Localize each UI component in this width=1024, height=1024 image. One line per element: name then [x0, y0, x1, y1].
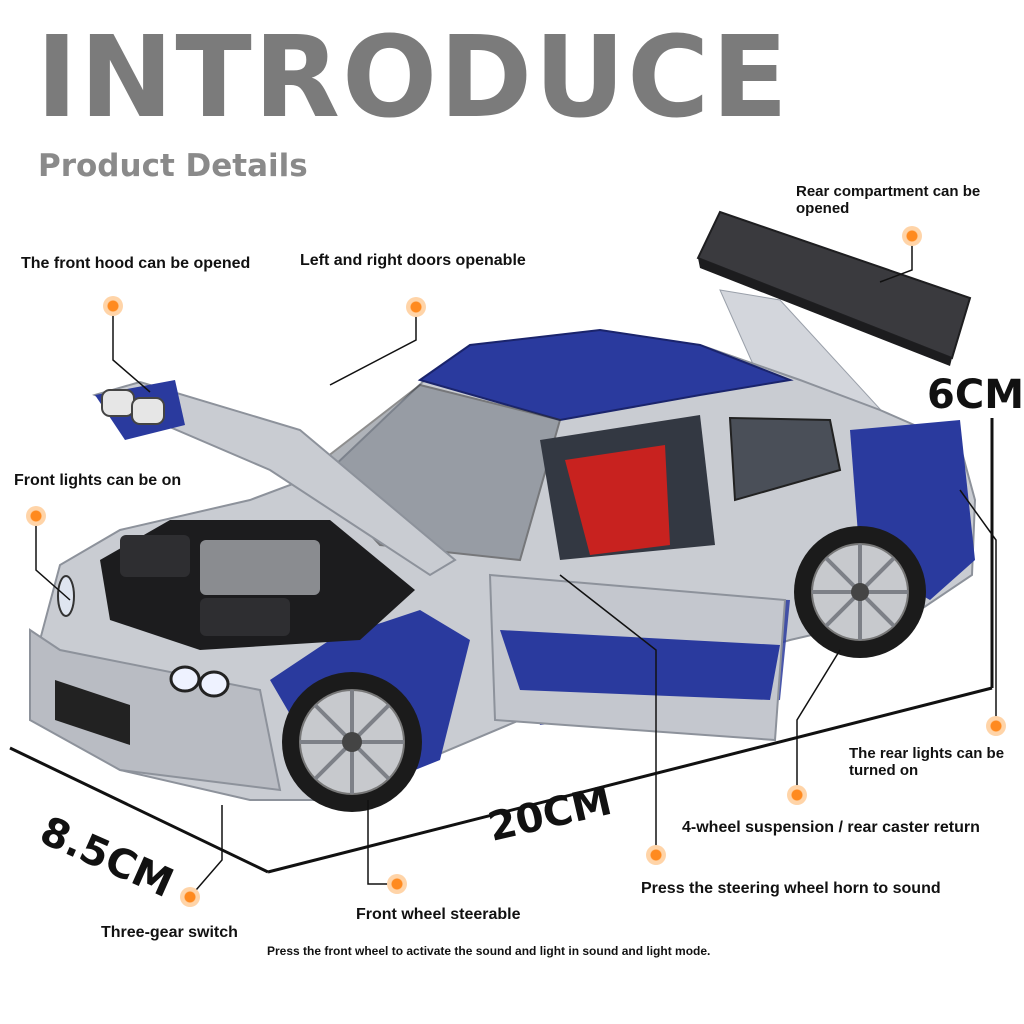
label-front-hood: The front hood can be opened — [21, 255, 251, 272]
label-front-wheel: Front wheel steerable — [356, 906, 521, 923]
label-rear-compartment: Rear compartment can be opened — [796, 183, 981, 218]
footnote: Press the front wheel to activate the so… — [267, 944, 711, 958]
dimension-height: 6CM — [927, 372, 1024, 418]
callout-dot-suspension — [787, 785, 807, 805]
front-wheel — [282, 672, 422, 812]
page-title: INTRODUCE — [36, 13, 790, 143]
rear-spoiler — [696, 210, 972, 421]
page-subtitle: Product Details — [38, 148, 308, 184]
callout-dot-rear-compartment — [902, 226, 922, 246]
label-doors: Left and right doors openable — [300, 252, 526, 269]
label-horn: Press the steering wheel horn to sound — [641, 880, 941, 897]
rear-wheel — [794, 526, 926, 658]
label-front-lights: Front lights can be on — [14, 472, 182, 489]
label-gear-switch: Three-gear switch — [101, 924, 238, 941]
dimension-lines — [9, 418, 994, 874]
callout-dot-horn — [646, 845, 666, 865]
callout-dot-front-wheel — [387, 874, 407, 894]
callout-dot-gear-switch — [180, 887, 200, 907]
label-rear-lights: The rear lights can be turned on — [849, 745, 1005, 780]
callout-dot-doors — [406, 297, 426, 317]
callout-dot-front-lights — [26, 506, 46, 526]
callout-dot-rear-lights — [986, 716, 1006, 736]
callout-dot-front-hood — [103, 296, 123, 316]
label-suspension: 4-wheel suspension / rear caster return — [682, 819, 980, 836]
